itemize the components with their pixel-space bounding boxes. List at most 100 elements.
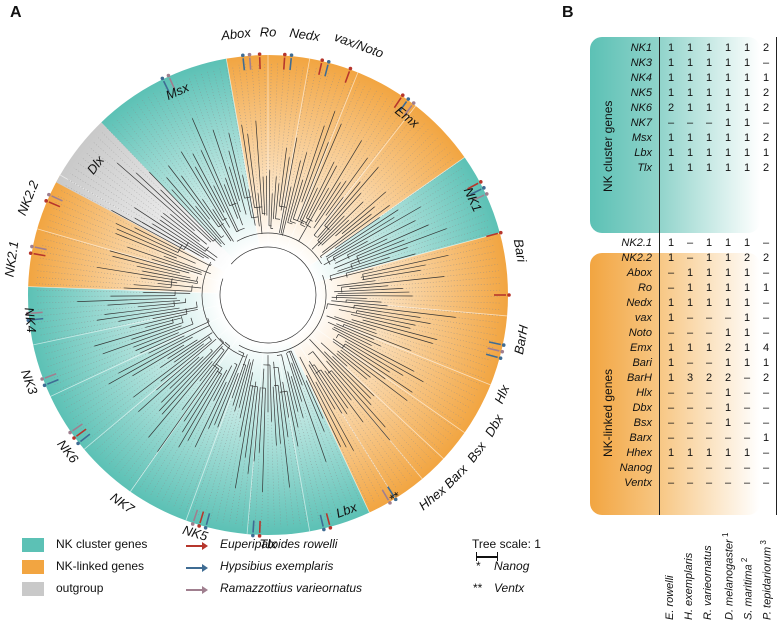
- abox-clade-label: Abox: [219, 25, 252, 44]
- count-cell: 1: [705, 162, 713, 174]
- species-arrow-icon: [72, 423, 83, 432]
- count-cell: 1: [705, 87, 713, 99]
- species-arrow-head-icon: [190, 522, 195, 526]
- tree-scale-bar: [476, 556, 498, 558]
- internal-branch: [287, 222, 293, 225]
- leaf-branch: [182, 368, 223, 433]
- leaf-branch: [332, 356, 375, 397]
- species-arrow-icon: [47, 378, 59, 385]
- leaf-guide: [46, 226, 152, 260]
- count-cell: 2: [762, 102, 770, 114]
- leaf-branch: [273, 361, 281, 444]
- leaf-guide: [374, 146, 447, 207]
- leaf-guide: [89, 146, 171, 215]
- leaf-guide: [37, 270, 158, 284]
- count-cell: –: [705, 357, 713, 369]
- internal-branch: [244, 196, 252, 199]
- species-arrow-icon: [75, 428, 87, 437]
- count-cell: –: [743, 387, 751, 399]
- internal-branch: [215, 363, 223, 369]
- leaf-branch: [111, 210, 185, 250]
- count-cell: –: [667, 477, 675, 489]
- species-arrow-icon: [79, 433, 91, 443]
- row-gene-label: Msx: [631, 132, 652, 144]
- ventx-mark: **: [473, 581, 483, 595]
- panel-b-letter: B: [562, 4, 574, 21]
- nedx-clade-label: Nedx: [289, 25, 322, 44]
- leaf-guide: [36, 295, 111, 297]
- count-cell: 1: [724, 42, 732, 54]
- leaf-branch: [331, 300, 388, 307]
- species-arrow-icon: [387, 486, 395, 498]
- table-row: Dbx–––1––: [590, 402, 780, 422]
- leaf-guide: [36, 306, 139, 317]
- column-header-footnote: 3: [759, 540, 768, 547]
- leaf-branch: [317, 192, 362, 241]
- species-arrow-head-icon: [482, 186, 486, 190]
- count-cell: 2: [724, 372, 732, 384]
- backbone-arc: [201, 261, 246, 358]
- leaf-branch: [287, 371, 299, 412]
- count-cell: 2: [762, 132, 770, 144]
- leaf-branch: [108, 336, 193, 385]
- count-cell: –: [667, 402, 675, 414]
- count-cell: –: [762, 402, 770, 414]
- leaf-guide: [334, 76, 348, 112]
- nk7-clade-label: NK7: [108, 490, 138, 517]
- count-cell: –: [724, 432, 732, 444]
- leaf-branch: [331, 296, 367, 299]
- count-cell: –: [762, 327, 770, 339]
- column-header-name: D. melanogaster: [723, 539, 736, 620]
- leaf-branch: [309, 338, 372, 406]
- legend-exemplaris: Hypsibius exemplaris: [220, 559, 334, 573]
- leaf-branch: [239, 359, 254, 419]
- leaf-branch: [297, 142, 329, 221]
- count-cell: 1: [724, 267, 732, 279]
- leaf-branch: [214, 353, 245, 425]
- nk4-clade-label: NK4: [22, 307, 40, 334]
- species-arrow-icon: [168, 77, 176, 90]
- leaf-branch: [136, 265, 191, 279]
- species-arrow-head-icon: [257, 534, 262, 538]
- species-arrow-icon: [162, 80, 170, 93]
- leaf-branch: [229, 166, 240, 202]
- count-cell: 1: [724, 417, 732, 429]
- leaf-branch: [362, 255, 449, 275]
- leaf-guide: [65, 383, 109, 409]
- leaf-branch: [241, 124, 255, 208]
- leaf-branch: [160, 189, 214, 242]
- leaf-guide: [136, 103, 203, 200]
- leaf-guide: [170, 84, 202, 151]
- count-cell: 1: [724, 327, 732, 339]
- species-arrow-icon: [488, 341, 501, 346]
- leaf-branch: [337, 280, 376, 287]
- count-cell: –: [686, 387, 694, 399]
- leaf-branch: [336, 353, 368, 380]
- leaf-branch: [356, 310, 431, 324]
- leaf-branch: [308, 360, 343, 414]
- species-arrow-icon: [404, 104, 413, 116]
- leaf-branch: [299, 123, 342, 220]
- leaf-guide: [68, 375, 133, 414]
- leaf-guide: [36, 301, 78, 304]
- leaf-branch: [265, 175, 268, 216]
- leaf-branch: [160, 215, 218, 258]
- leaf-branch: [234, 385, 254, 489]
- species-arrow-head-icon: [47, 192, 51, 197]
- leaf-branch: [331, 370, 391, 441]
- leaf-guide: [296, 66, 311, 138]
- leaf-branch: [135, 172, 212, 243]
- leaf-branch: [94, 322, 174, 347]
- species-arrow-head-icon: [400, 93, 405, 98]
- leaf-guide: [415, 190, 476, 221]
- row-gene-label: Nedx: [626, 297, 652, 309]
- leaf-branch: [247, 386, 259, 474]
- leaf-branch: [269, 364, 272, 422]
- count-cell: –: [667, 432, 675, 444]
- count-cell: 1: [705, 102, 713, 114]
- leaf-branch: [334, 238, 388, 264]
- nk2-1-clade-label: NK2.1: [2, 240, 22, 278]
